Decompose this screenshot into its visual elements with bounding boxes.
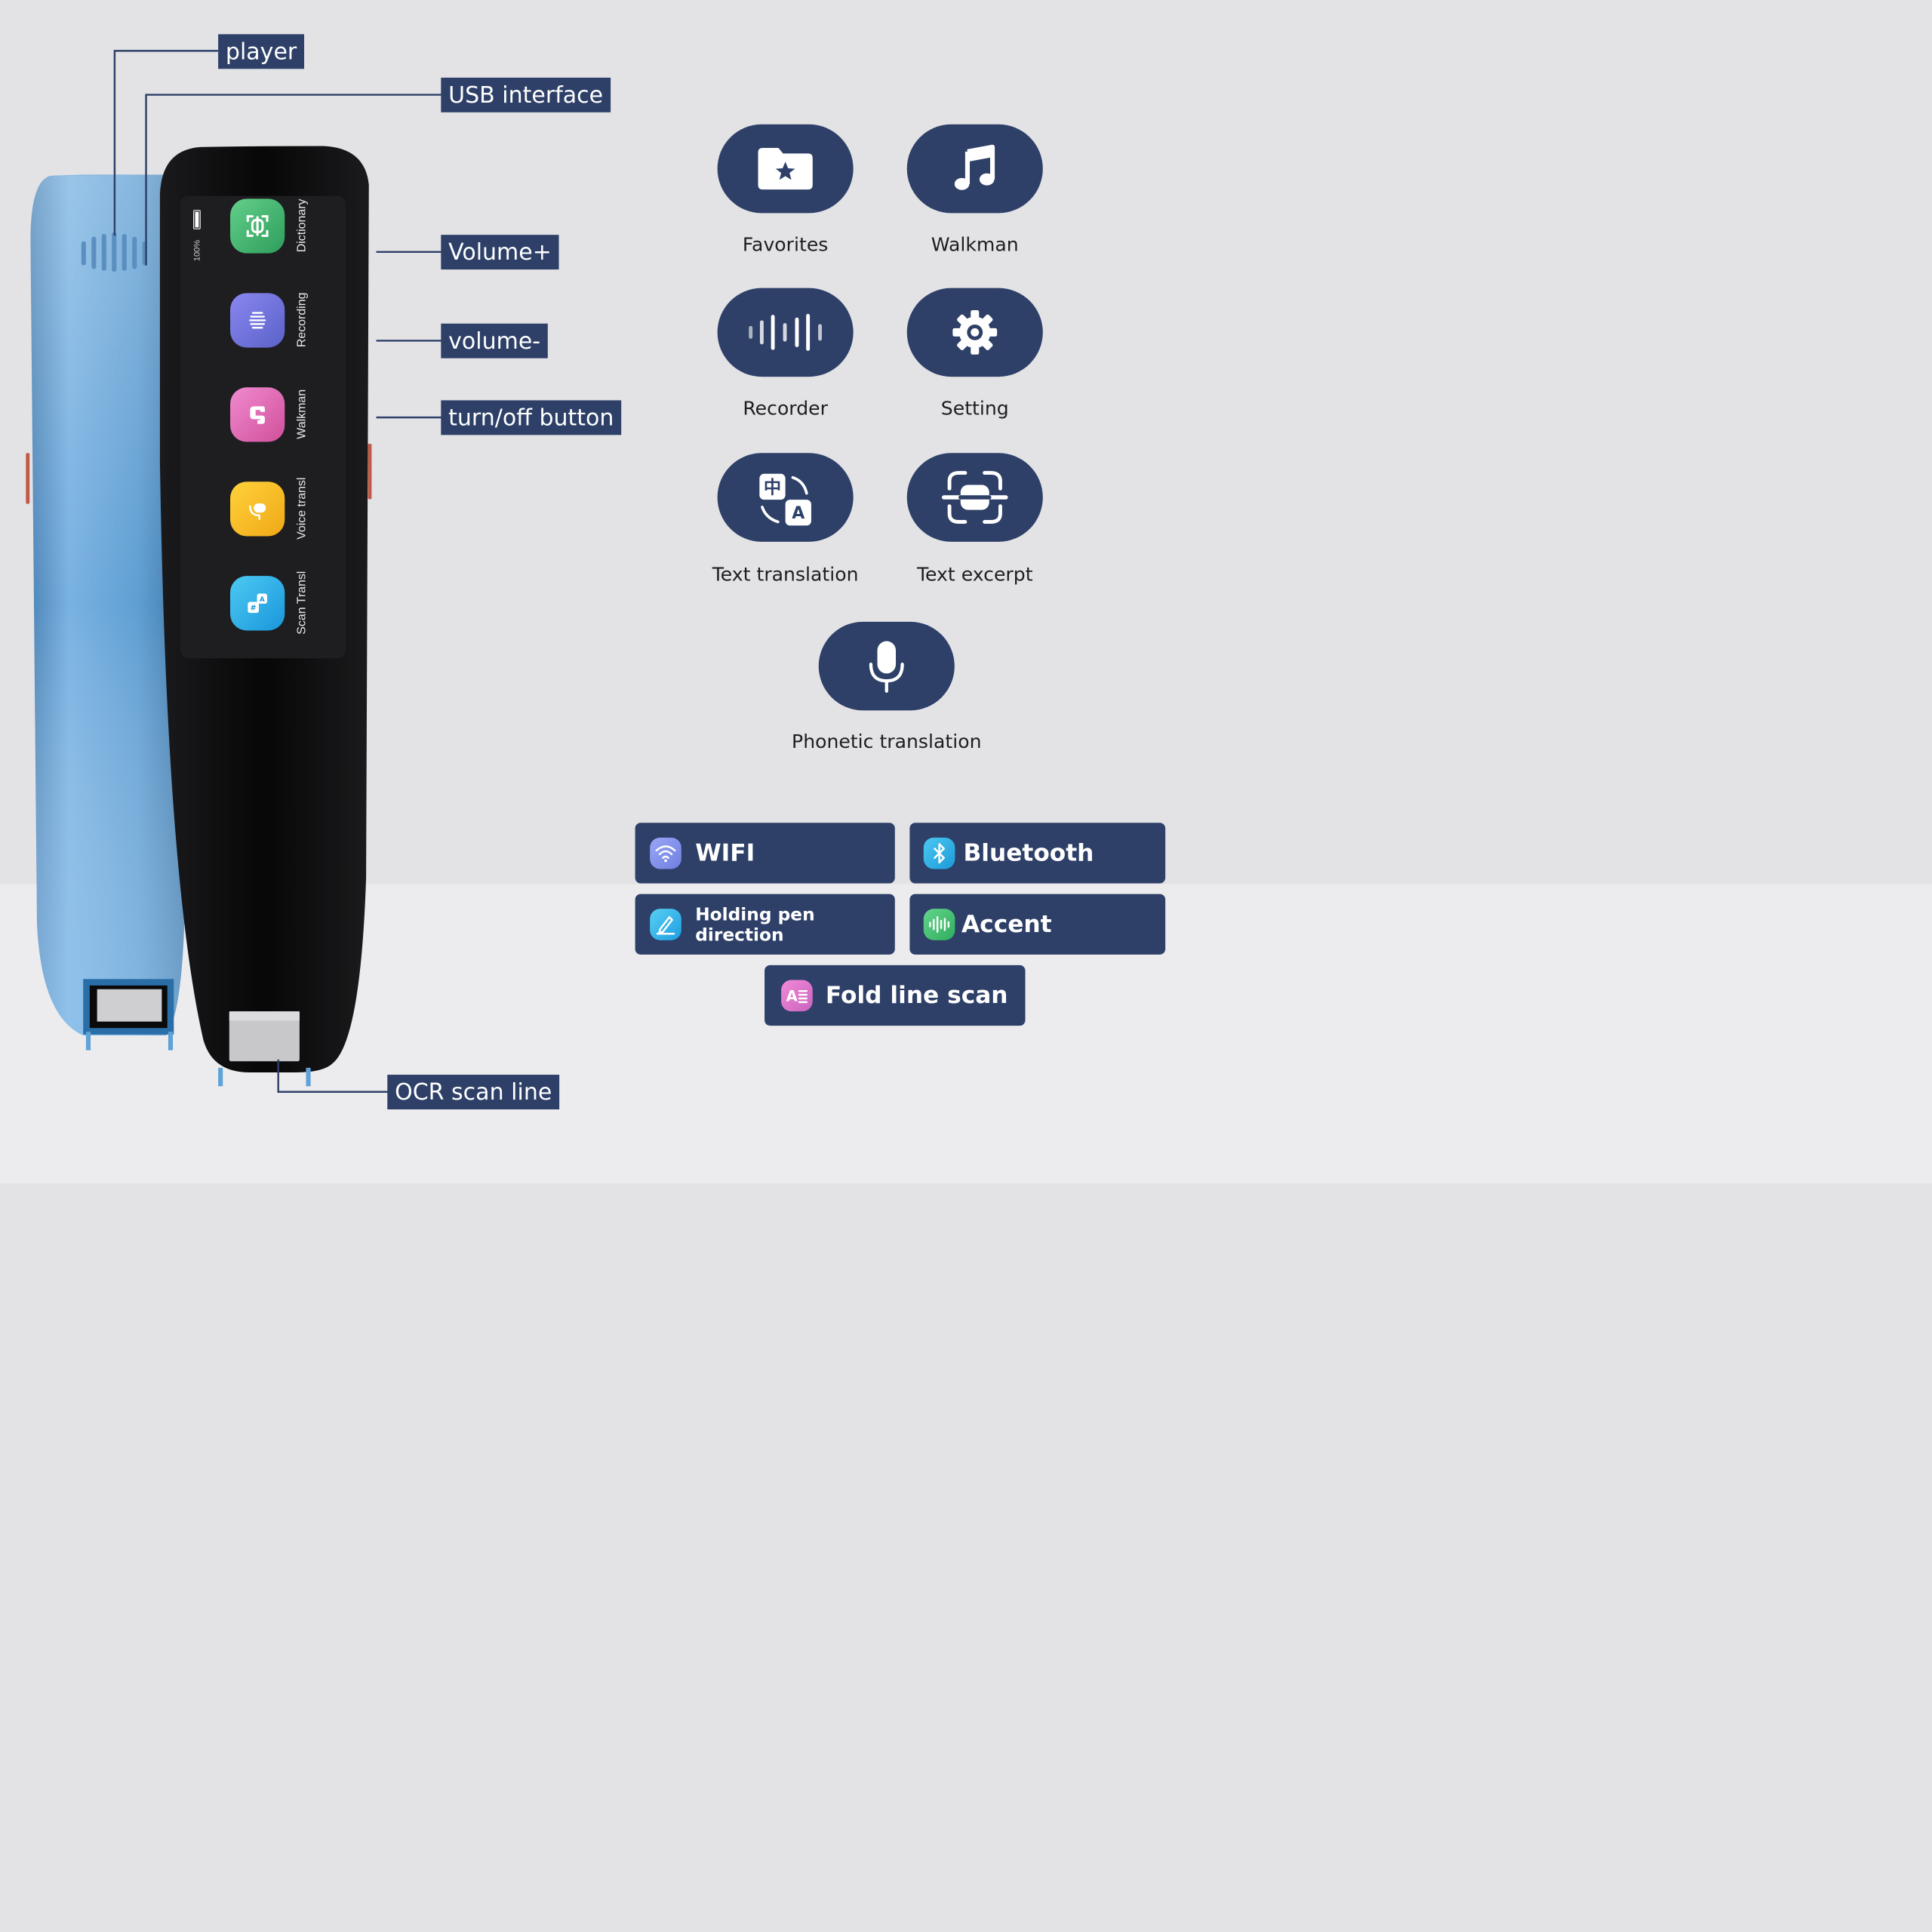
- bluetooth-label: Bluetooth: [963, 839, 1094, 867]
- wifi-setting[interactable]: WIFI: [635, 823, 895, 884]
- translate-icon: # A: [230, 576, 285, 631]
- music-note-icon: [954, 144, 995, 190]
- microphone-icon: [230, 481, 285, 537]
- side-button: [368, 444, 372, 500]
- sound-wave-icon: [749, 313, 823, 351]
- svg-text:A: A: [786, 987, 798, 1004]
- app-item-voice-transl[interactable]: Voice transl: [180, 478, 346, 540]
- svg-text:A: A: [260, 596, 265, 604]
- app-item-recording[interactable]: Recording: [180, 293, 346, 349]
- svg-text:#: #: [251, 605, 257, 613]
- battery-icon: [193, 210, 201, 229]
- wifi-icon: [650, 837, 681, 869]
- svg-text:A: A: [792, 504, 804, 523]
- phonetic-translation-label: Phonetic translation: [792, 730, 982, 753]
- recorder-button[interactable]: [717, 288, 854, 377]
- pen-screen: 100% Dictionary Recording: [180, 195, 346, 659]
- accent-setting[interactable]: Accent: [909, 894, 1166, 955]
- setting-button[interactable]: [906, 288, 1043, 377]
- favorites-button[interactable]: [717, 124, 854, 214]
- pen-icon: [650, 908, 681, 940]
- accent-label: Accent: [961, 910, 1052, 938]
- ocr-window: [229, 1011, 300, 1062]
- app-item-scan-transl[interactable]: # A Scan Transl: [180, 571, 346, 635]
- fold-line-scan-setting[interactable]: A Fold line scan: [764, 964, 1026, 1026]
- scan-bracket-icon: [230, 198, 285, 254]
- callout-ocr-scan-line: OCR scan line: [387, 1075, 560, 1109]
- holding-pen-direction-setting[interactable]: Holding pen direction: [635, 894, 895, 955]
- speaker-slots: [81, 232, 147, 272]
- bluetooth-setting[interactable]: Bluetooth: [909, 823, 1166, 884]
- callout-volume-down: volume-: [441, 323, 548, 358]
- callout-usb-interface: USB interface: [441, 77, 611, 112]
- bluetooth-icon: [923, 837, 955, 869]
- recorder-label: Recorder: [743, 397, 828, 420]
- text-translation-button[interactable]: 中 A: [717, 453, 854, 542]
- gear-icon: [952, 309, 998, 355]
- app-item-dictionary[interactable]: Dictionary: [180, 198, 346, 254]
- walkman-label: Walkman: [931, 233, 1019, 256]
- headphones-icon: [230, 387, 285, 442]
- favorites-label: Favorites: [742, 233, 829, 256]
- star-folder-icon: [758, 148, 813, 190]
- side-button: [26, 453, 30, 504]
- scan-frame-icon: [941, 471, 1008, 524]
- leader-lines: [113, 50, 442, 1093]
- text-excerpt-button[interactable]: [906, 453, 1043, 542]
- translate-icon: 中 A: [759, 473, 811, 526]
- holding-pen-direction-label: Holding pen direction: [695, 903, 815, 945]
- text-translation-label: Text translation: [712, 563, 859, 586]
- callout-power-button: turn/off button: [441, 400, 622, 435]
- text-excerpt-label: Text excerpt: [916, 563, 1033, 586]
- callout-volume-up: Volume+: [441, 235, 559, 270]
- audio-wave-icon: [923, 908, 955, 940]
- callout-player: player: [218, 34, 305, 69]
- phonetic-translation-button[interactable]: [818, 621, 955, 711]
- stage: 100% Dictionary Recording: [0, 0, 1183, 1183]
- battery-status: 100%: [190, 210, 204, 270]
- walkman-button[interactable]: [906, 124, 1043, 214]
- fold-line-scan-label: Fold line scan: [825, 981, 1008, 1010]
- app-item-walkman[interactable]: Walkman: [180, 387, 346, 443]
- text-scan-icon: A: [781, 980, 813, 1011]
- wifi-label: WIFI: [695, 839, 755, 867]
- waveform-lines-icon: [230, 293, 285, 348]
- setting-label: Setting: [940, 397, 1009, 420]
- svg-text:中: 中: [764, 478, 781, 498]
- microphone-icon: [869, 641, 904, 693]
